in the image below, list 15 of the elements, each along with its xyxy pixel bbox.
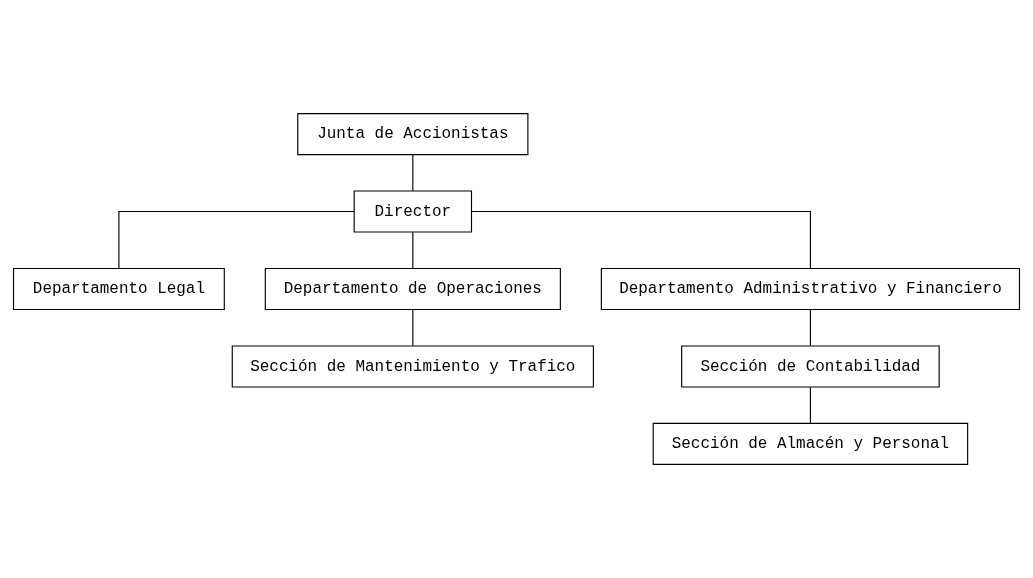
node-box: Departamento de Operaciones [264,267,561,311]
connector [809,386,811,424]
node-box: Departamento Administrativo y Financiero [600,267,1021,311]
node-box: Director [353,190,473,233]
connector [412,231,414,269]
connector [118,210,355,269]
connector [412,309,414,347]
node-box: Sección de Almacén y Personal [652,422,969,465]
connector [471,210,811,269]
node-box: Departamento Legal [12,267,225,311]
connector [809,309,811,347]
connector [412,154,414,192]
node-box: Sección de Contabilidad [681,345,940,388]
node-box: Sección de Mantenimiento y Trafico [231,345,594,388]
node-box: Junta de Accionistas [297,113,529,156]
